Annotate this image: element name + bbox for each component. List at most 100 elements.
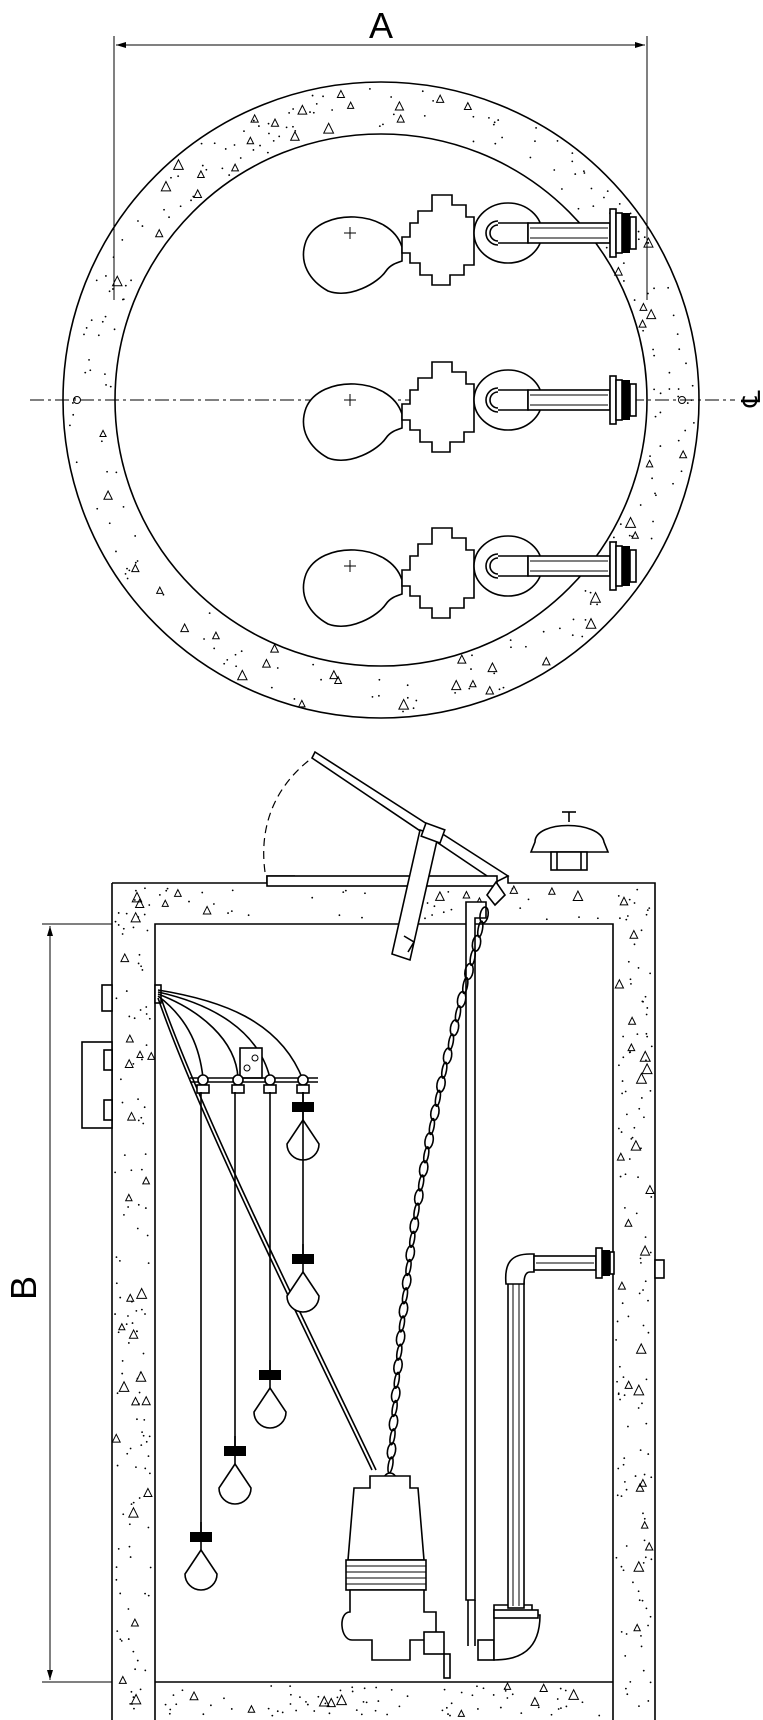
concrete-speck bbox=[104, 373, 106, 376]
concrete-speck bbox=[640, 1147, 642, 1150]
concrete-speck bbox=[125, 1323, 128, 1326]
concrete-speck bbox=[140, 965, 143, 968]
concrete-aggregate bbox=[261, 658, 272, 668]
concrete-speck bbox=[322, 95, 324, 98]
concrete-aggregate bbox=[141, 1395, 151, 1406]
concrete-speck bbox=[636, 888, 639, 891]
concrete-aggregate bbox=[336, 89, 346, 99]
outlet-stub bbox=[654, 1259, 665, 1279]
concrete-aggregate bbox=[503, 1681, 512, 1690]
concrete-aggregate bbox=[318, 1695, 330, 1707]
concrete-speck bbox=[631, 535, 633, 538]
concrete-speck bbox=[621, 1080, 624, 1082]
concrete-speck bbox=[650, 537, 653, 540]
concrete-speck bbox=[132, 1696, 135, 1699]
chain-link bbox=[449, 1019, 460, 1037]
concrete-speck bbox=[288, 112, 291, 114]
concrete-speck bbox=[129, 1702, 132, 1705]
concrete-speck bbox=[378, 678, 381, 681]
concrete-speck bbox=[122, 505, 125, 508]
concrete-aggregate bbox=[624, 1218, 633, 1227]
concrete-aggregate bbox=[509, 884, 519, 894]
concrete-aggregate bbox=[638, 318, 647, 328]
concrete-speck bbox=[142, 1352, 145, 1355]
concrete-speck bbox=[637, 238, 640, 241]
concrete-speck bbox=[141, 1058, 143, 1061]
concrete-speck bbox=[645, 1032, 648, 1035]
concrete-speck bbox=[133, 1707, 135, 1710]
concrete-speck bbox=[494, 142, 497, 145]
chain-link bbox=[442, 1047, 453, 1065]
concrete-aggregate bbox=[434, 890, 445, 901]
concrete-aggregate bbox=[624, 1380, 634, 1389]
concrete-speck bbox=[201, 891, 204, 894]
concrete-speck bbox=[139, 1688, 142, 1691]
concrete-speck bbox=[426, 902, 429, 904]
concrete-speck bbox=[633, 299, 636, 301]
concrete-aggregate bbox=[541, 656, 551, 666]
concrete-speck bbox=[144, 1207, 147, 1209]
concrete-speck bbox=[311, 94, 314, 97]
junction-box-clip-bottom bbox=[103, 1099, 113, 1121]
concrete-speck bbox=[127, 1638, 130, 1640]
concrete-speck bbox=[503, 1687, 506, 1690]
concrete-speck bbox=[644, 995, 647, 998]
concrete-speck bbox=[136, 1659, 139, 1662]
concrete-speck bbox=[210, 1704, 212, 1707]
concrete-speck bbox=[645, 1607, 648, 1610]
concrete-speck bbox=[126, 1452, 129, 1455]
concrete-speck bbox=[558, 627, 561, 630]
concrete-speck bbox=[105, 384, 107, 386]
float-switch-1 bbox=[184, 1521, 218, 1591]
concrete-speck bbox=[351, 1690, 354, 1693]
concrete-speck bbox=[492, 123, 495, 126]
concrete-aggregate bbox=[202, 905, 212, 915]
concrete-speck bbox=[119, 1296, 122, 1299]
chain-link bbox=[436, 1075, 446, 1094]
concrete-speck bbox=[620, 1565, 623, 1568]
concrete-aggregate bbox=[147, 1051, 156, 1060]
concrete-speck bbox=[200, 142, 203, 145]
concrete-speck bbox=[626, 915, 629, 917]
concrete-aggregate bbox=[143, 1487, 153, 1498]
concrete-speck bbox=[227, 912, 229, 914]
concrete-speck bbox=[654, 415, 657, 418]
concrete-speck bbox=[145, 1013, 148, 1015]
concrete-speck bbox=[616, 1320, 619, 1323]
concrete-speck bbox=[412, 707, 415, 710]
concrete-speck bbox=[351, 1686, 354, 1689]
concrete-speck bbox=[142, 1434, 145, 1437]
concrete-speck bbox=[637, 1590, 640, 1593]
concrete-speck bbox=[267, 122, 270, 125]
concrete-speck bbox=[423, 114, 426, 117]
concrete-speck bbox=[172, 1694, 175, 1697]
concrete-speck bbox=[134, 1668, 137, 1671]
concrete-speck bbox=[460, 1691, 463, 1694]
concrete-speck bbox=[138, 1497, 141, 1499]
concrete-speck bbox=[622, 1035, 625, 1038]
concrete-speck bbox=[622, 1463, 625, 1466]
concrete-speck bbox=[123, 1214, 125, 1216]
concrete-speck bbox=[627, 960, 630, 963]
concrete-speck bbox=[375, 1686, 378, 1689]
concrete-aggregate bbox=[398, 698, 410, 710]
concrete-speck bbox=[618, 203, 621, 205]
concrete-aggregate bbox=[678, 449, 688, 459]
concrete-speck bbox=[342, 891, 345, 894]
concrete-speck bbox=[252, 149, 255, 151]
concrete-aggregate bbox=[130, 1396, 141, 1406]
concrete-speck bbox=[104, 315, 107, 318]
concrete-speck bbox=[415, 699, 418, 702]
concrete-speck bbox=[676, 333, 679, 336]
concrete-speck bbox=[677, 388, 680, 390]
concrete-aggregate bbox=[456, 653, 467, 664]
concrete-speck bbox=[223, 1697, 225, 1700]
concrete-speck bbox=[106, 470, 108, 473]
concrete-speck bbox=[141, 225, 144, 227]
concrete-aggregate bbox=[130, 1617, 140, 1627]
hatch-cover bbox=[263, 750, 510, 907]
concrete-speck bbox=[289, 1693, 292, 1696]
junction-box-clip-top bbox=[103, 1049, 113, 1071]
concrete-speck bbox=[131, 1322, 134, 1324]
float-switch-2 bbox=[218, 1435, 252, 1505]
